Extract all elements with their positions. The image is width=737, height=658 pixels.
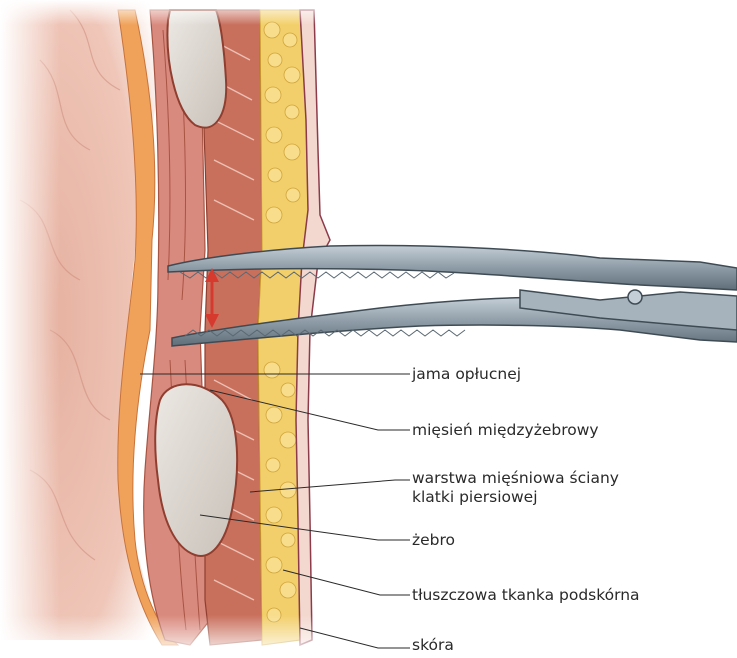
label-subcutaneous-fat: tłuszczowa tkanka podskórna xyxy=(412,586,640,605)
label-chest-wall-muscle: warstwa mięśniowa ściany klatki piersiow… xyxy=(412,469,652,508)
label-pleural-cavity: jama opłucnej xyxy=(412,365,521,384)
label-rib: żebro xyxy=(412,531,455,550)
label-intercostal-muscle: mięsień międzyżebrowy xyxy=(412,421,599,440)
label-skin: skóra xyxy=(412,636,454,655)
